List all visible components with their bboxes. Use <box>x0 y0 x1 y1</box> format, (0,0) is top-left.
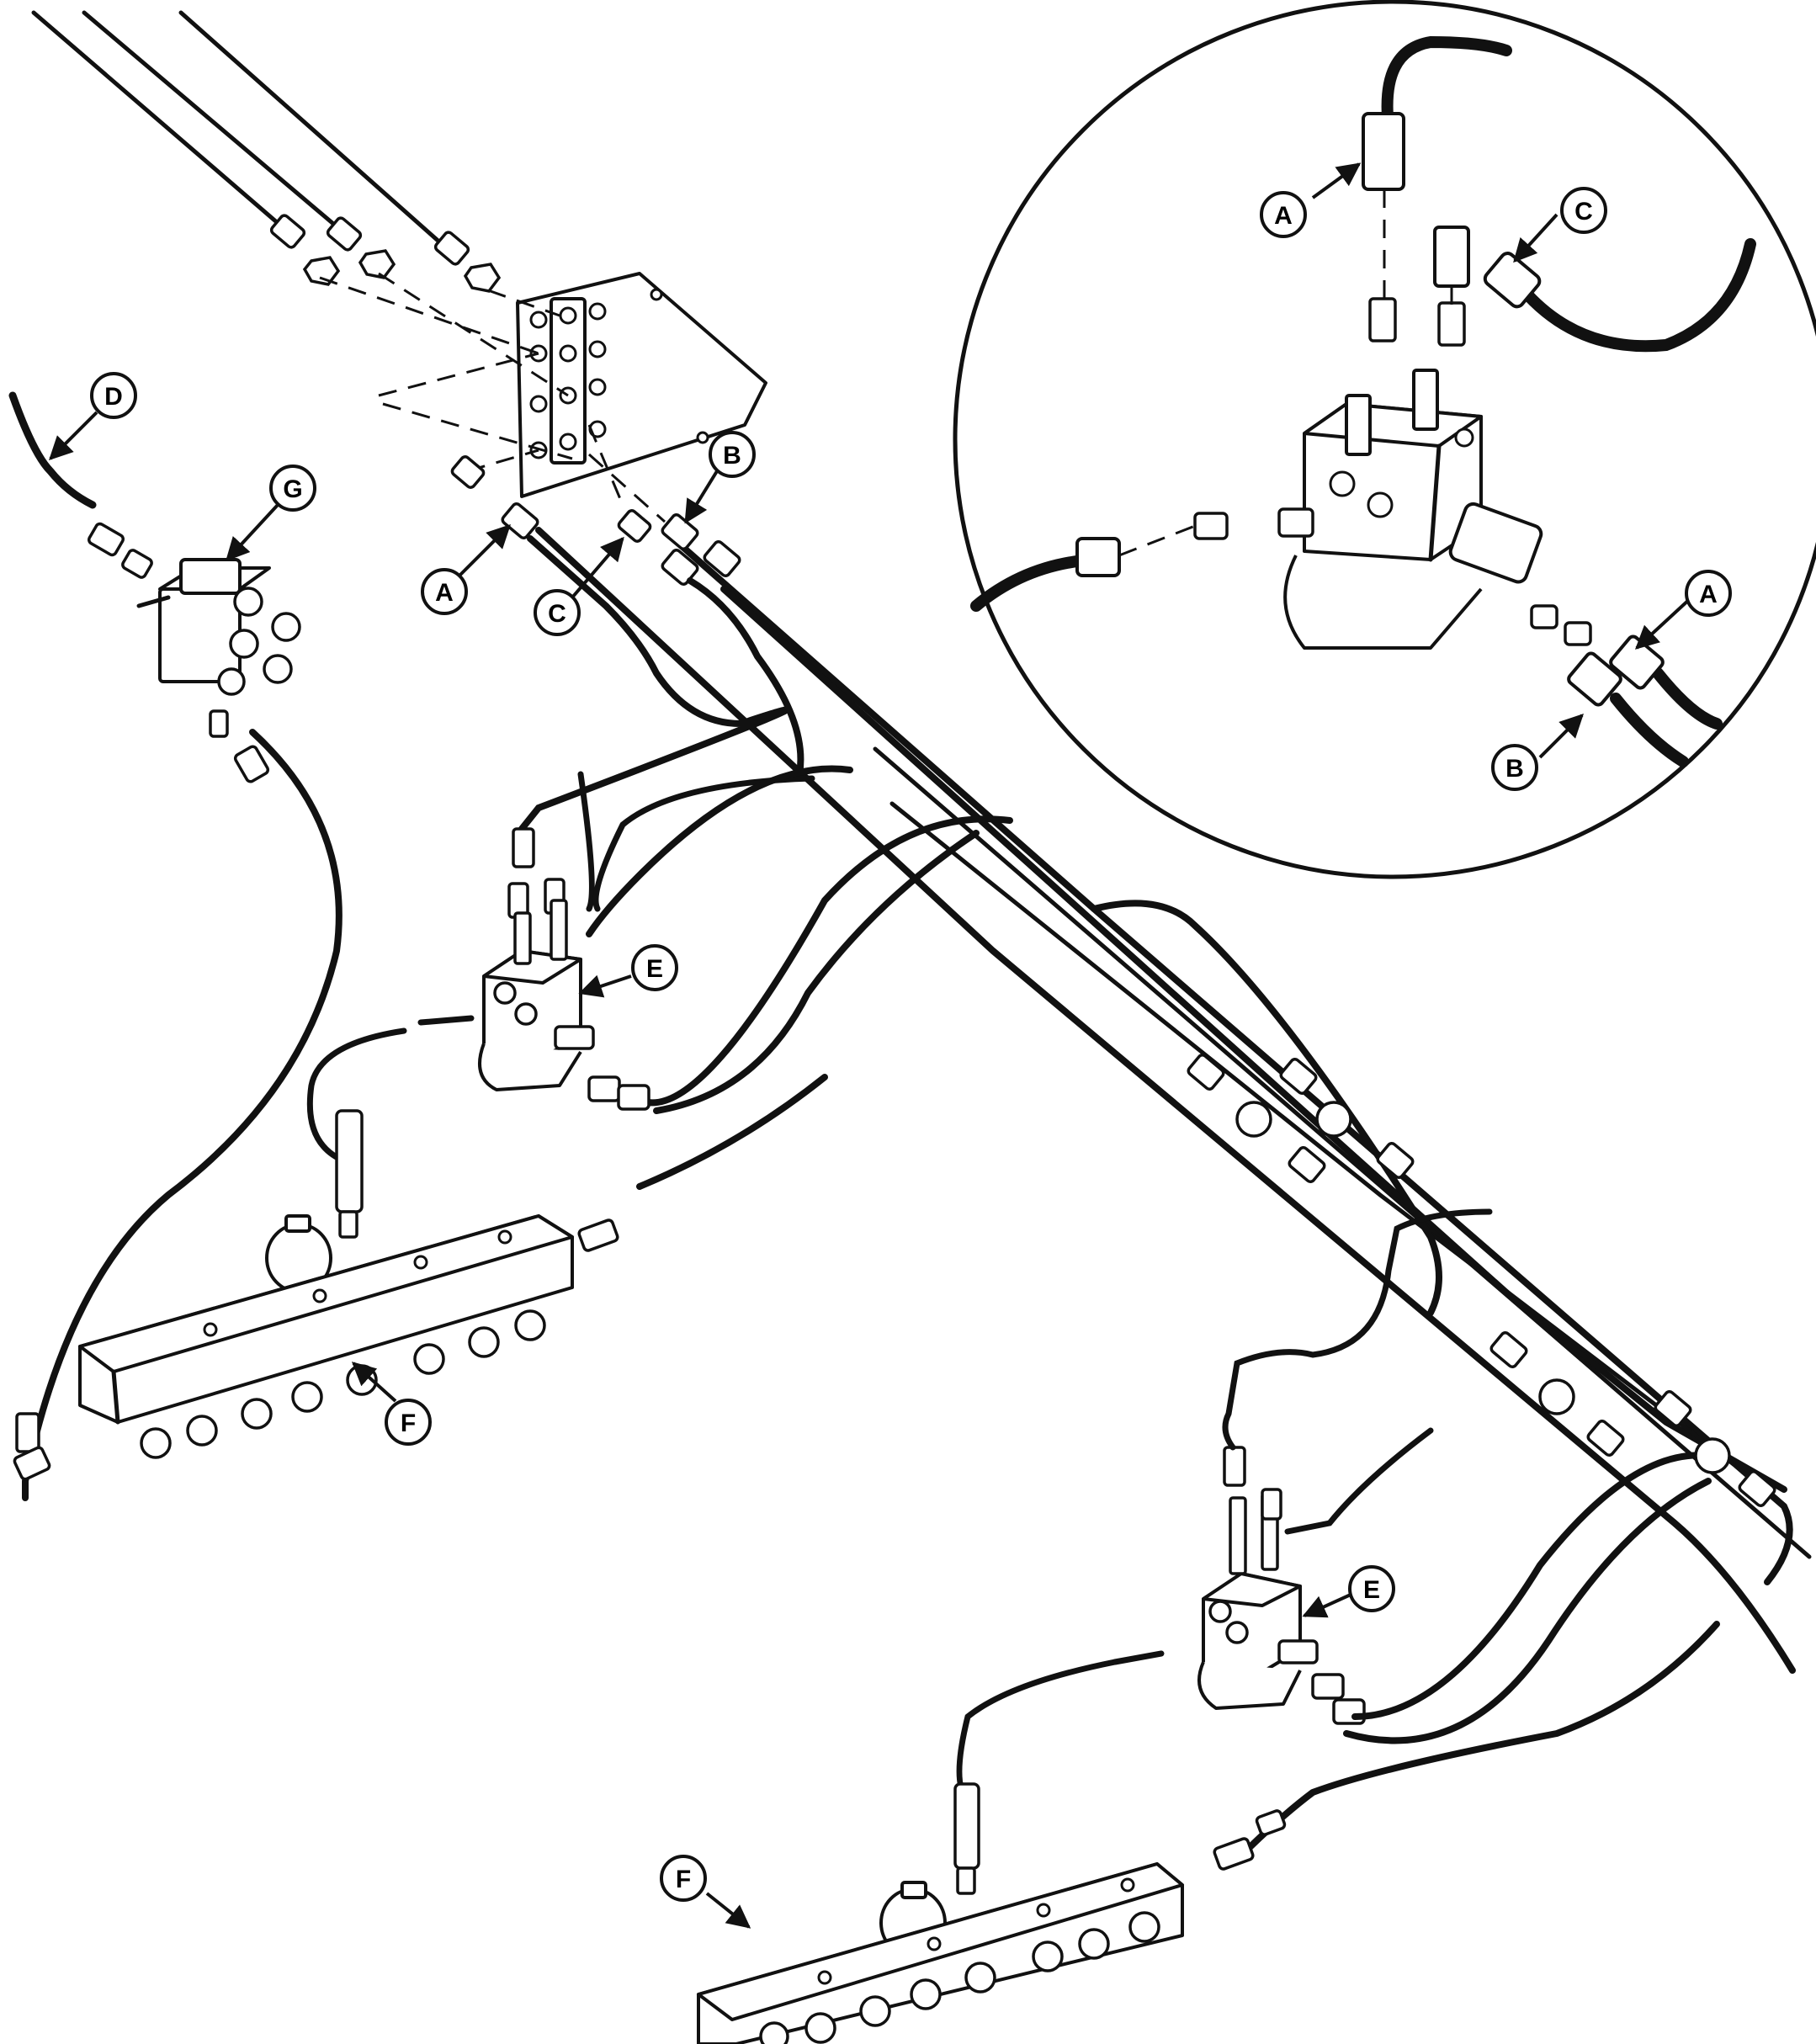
callout-label-inset-a-top: A <box>1260 191 1307 238</box>
callout-leaders <box>49 162 1693 1929</box>
plate-dashed-lines <box>319 272 666 523</box>
callout-text-left-c: C <box>548 600 566 628</box>
callout-text-inset-c: C <box>1574 198 1593 226</box>
callout-text-e-upper: E <box>646 955 663 983</box>
callout-text-d: D <box>104 383 123 411</box>
callout-label-f-left: F <box>385 1399 432 1446</box>
callout-text-f-left: F <box>401 1410 416 1437</box>
manifold-f-left <box>13 1109 619 1481</box>
detail-inset <box>953 0 1816 879</box>
callout-label-g: G <box>269 465 316 512</box>
callout-label-left-b: B <box>709 431 756 478</box>
valve-e-lower <box>956 1208 1720 1863</box>
upper-hoses <box>8 391 1442 1501</box>
callout-text-g: G <box>283 475 302 503</box>
callout-label-left-a: A <box>421 568 468 615</box>
callout-text-inset-a-top: A <box>1274 202 1293 230</box>
top-fittings <box>269 214 502 293</box>
callout-text-left-b: B <box>723 442 741 470</box>
manifold-f-lower <box>697 1782 1287 2044</box>
callout-label-inset-b: B <box>1491 744 1538 791</box>
callout-text-inset-a-right: A <box>1699 581 1718 608</box>
plate-output-fittings <box>450 455 741 587</box>
mid-fittings <box>1187 1053 1776 1508</box>
callout-label-left-c: C <box>534 589 581 636</box>
callout-text-inset-b: B <box>1505 755 1524 783</box>
callout-text-e-lower: E <box>1363 1576 1380 1604</box>
callout-label-d: D <box>90 372 137 419</box>
callout-text-f-lower: F <box>676 1866 691 1893</box>
bulkhead-plate <box>516 272 767 498</box>
callout-label-e-lower: E <box>1348 1565 1395 1612</box>
valve-g <box>87 522 301 783</box>
callout-label-inset-c: C <box>1560 187 1607 234</box>
callout-label-e-upper: E <box>631 944 678 991</box>
callout-label-f-lower: F <box>660 1855 707 1902</box>
valve-e-upper <box>478 827 650 1111</box>
callout-label-inset-a-right: A <box>1685 570 1732 617</box>
callout-text-left-a: A <box>435 579 454 607</box>
